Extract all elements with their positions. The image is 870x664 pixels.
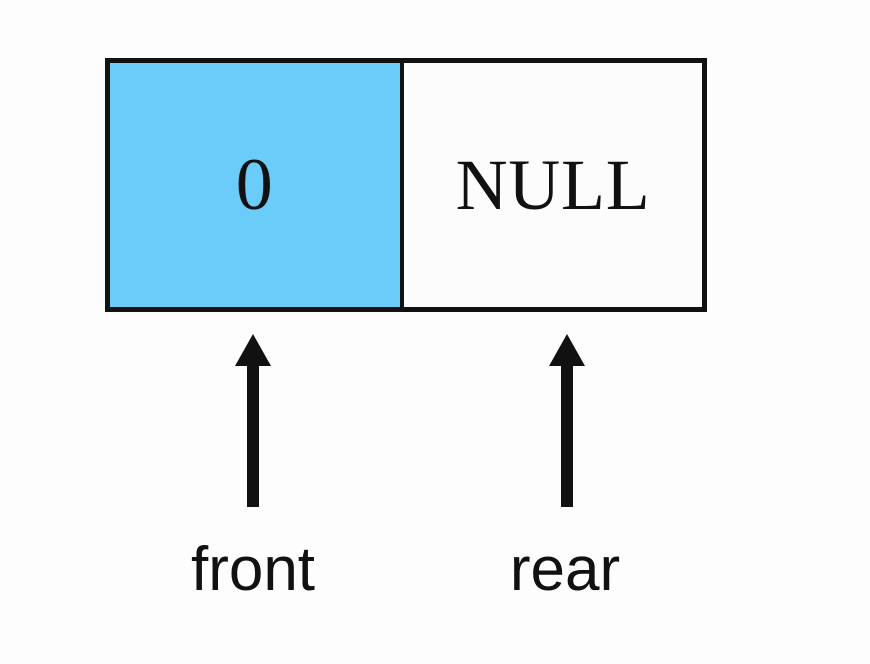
rear-pointer-label: rear <box>509 535 621 604</box>
front-pointer-arrow-icon <box>233 333 273 509</box>
front-pointer-label: front <box>190 535 316 604</box>
data-cell-value: 0 <box>235 144 275 226</box>
data-cell: 0 <box>110 63 404 307</box>
next-pointer-value: NULL <box>455 145 651 225</box>
next-pointer-cell: NULL <box>404 63 702 307</box>
queue-node: 0 NULL <box>105 58 707 312</box>
rear-pointer-arrow-icon <box>547 333 587 509</box>
